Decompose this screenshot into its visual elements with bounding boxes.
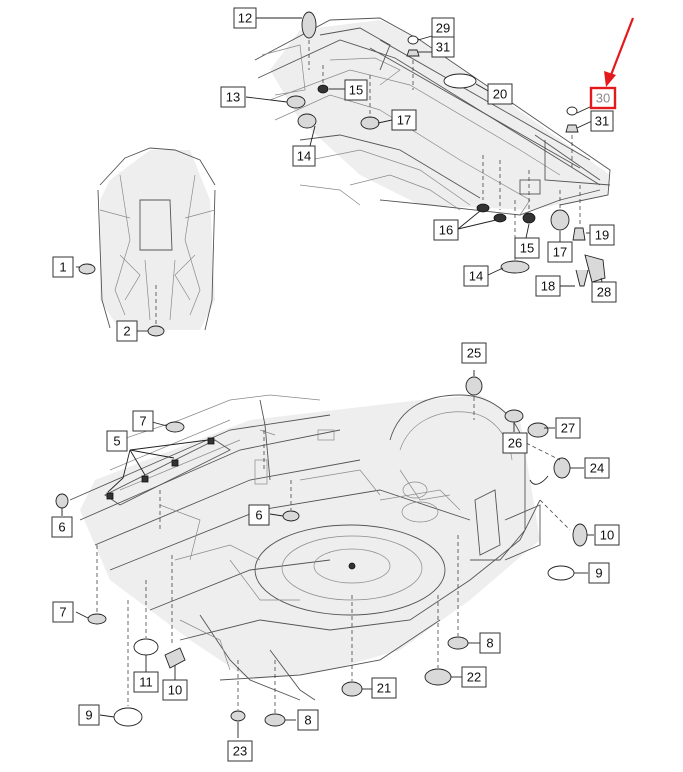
- callout-11: 11: [133, 671, 159, 693]
- callout-6-center: 6: [248, 504, 270, 526]
- svg-text:13: 13: [226, 90, 240, 105]
- callout-8-bottom: 8: [297, 709, 319, 731]
- svg-text:17: 17: [553, 245, 567, 260]
- svg-text:7: 7: [139, 414, 146, 429]
- svg-text:14: 14: [297, 149, 311, 164]
- callout-27: 27: [555, 417, 581, 439]
- callout-17: 17: [391, 109, 417, 131]
- part-symbols: [55, 11, 606, 727]
- callout-5: 5: [106, 430, 128, 452]
- svg-text:23: 23: [233, 744, 247, 759]
- callout-15-lower: 15: [514, 237, 540, 259]
- front-underbody-drawing: [254, 17, 611, 216]
- svg-text:9: 9: [85, 708, 92, 723]
- callout-15: 15: [344, 79, 368, 101]
- svg-text:2: 2: [123, 324, 130, 339]
- svg-text:19: 19: [595, 228, 609, 243]
- svg-text:25: 25: [467, 346, 481, 361]
- svg-text:29: 29: [436, 21, 450, 36]
- svg-text:28: 28: [597, 285, 611, 300]
- callout-14: 14: [292, 145, 316, 167]
- callout-17-lower: 17: [547, 241, 573, 263]
- svg-text:22: 22: [467, 670, 481, 685]
- svg-text:6: 6: [255, 508, 262, 523]
- callout-9-left: 9: [78, 704, 100, 726]
- svg-text:31: 31: [595, 114, 609, 129]
- svg-text:30: 30: [596, 91, 610, 106]
- callout-29: 29: [431, 17, 455, 39]
- callout-22: 22: [461, 666, 487, 688]
- callout-19: 19: [589, 224, 615, 246]
- callout-7-bottom: 7: [52, 601, 74, 623]
- callout-31: 31: [431, 36, 455, 58]
- callout-14-lower: 14: [463, 265, 489, 287]
- vehicle-inset-drawing: [97, 147, 216, 331]
- callout-24: 24: [584, 457, 610, 479]
- svg-text:27: 27: [561, 421, 575, 436]
- svg-text:5: 5: [113, 434, 120, 449]
- reference-lines: [61, 40, 581, 713]
- callout-2: 2: [116, 320, 138, 342]
- callout-9-right: 9: [588, 562, 610, 584]
- svg-text:26: 26: [508, 436, 522, 451]
- svg-text:31: 31: [436, 40, 450, 55]
- callout-18: 18: [535, 275, 561, 297]
- callout-31-right: 31: [590, 110, 614, 132]
- callout-25: 25: [461, 342, 487, 364]
- callout-7-top: 7: [132, 410, 154, 432]
- callout-26: 26: [502, 432, 528, 454]
- svg-text:20: 20: [493, 87, 507, 102]
- svg-text:7: 7: [59, 605, 66, 620]
- callout-labels: 12 29 31 13 15 20 17 30 31 14 16 15 17 1…: [51, 7, 620, 762]
- svg-text:14: 14: [469, 269, 483, 284]
- highlight-arrow: [604, 17, 635, 87]
- callout-10-right: 10: [594, 524, 620, 546]
- callout-20: 20: [487, 83, 513, 105]
- svg-text:17: 17: [397, 113, 411, 128]
- svg-text:15: 15: [520, 241, 534, 256]
- svg-text:6: 6: [58, 520, 65, 535]
- svg-text:24: 24: [590, 461, 604, 476]
- callout-16: 16: [433, 219, 459, 241]
- svg-text:11: 11: [139, 675, 153, 690]
- svg-text:12: 12: [238, 11, 252, 26]
- callout-23: 23: [227, 740, 253, 762]
- svg-text:15: 15: [349, 83, 363, 98]
- svg-text:8: 8: [486, 636, 493, 651]
- svg-text:1: 1: [59, 260, 66, 275]
- svg-text:18: 18: [541, 279, 555, 294]
- svg-text:9: 9: [595, 566, 602, 581]
- svg-text:8: 8: [304, 713, 311, 728]
- callout-28: 28: [591, 281, 617, 303]
- callout-21: 21: [371, 677, 397, 699]
- callout-13: 13: [220, 86, 246, 108]
- svg-text:21: 21: [377, 681, 391, 696]
- callout-30-highlighted: 30: [589, 86, 617, 110]
- svg-text:16: 16: [439, 223, 453, 238]
- leader-lines: [61, 17, 604, 738]
- svg-text:10: 10: [600, 528, 614, 543]
- callout-6-left: 6: [51, 516, 73, 538]
- callout-8-right: 8: [479, 632, 501, 654]
- callout-10-left: 10: [162, 679, 188, 701]
- callout-12: 12: [233, 7, 257, 29]
- svg-text:10: 10: [168, 683, 182, 698]
- callout-1: 1: [52, 256, 74, 278]
